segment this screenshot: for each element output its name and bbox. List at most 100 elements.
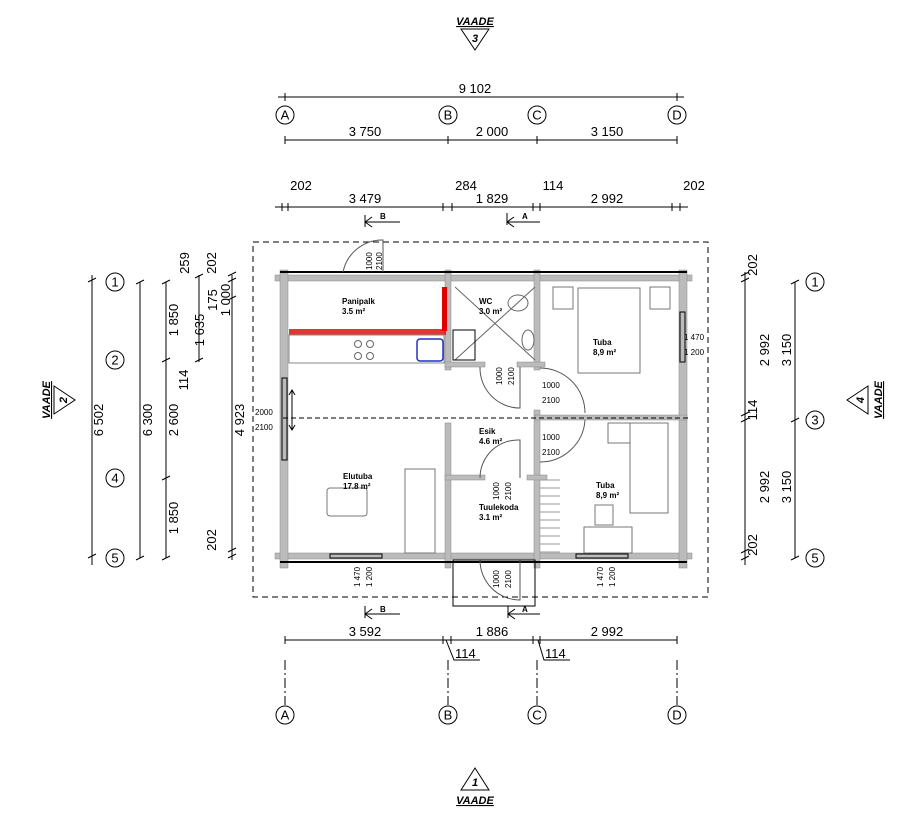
- dim-inner: 1 635: [192, 314, 207, 347]
- section-a-top: A: [522, 212, 528, 221]
- room-area: 3.0 m²: [479, 307, 502, 316]
- room-name: Tuulekoda: [479, 503, 519, 512]
- door-width: 1000: [492, 482, 501, 500]
- room-name: Panipalk: [342, 297, 375, 306]
- grid-label: 3: [811, 413, 818, 428]
- dim-inner: 259: [177, 252, 192, 274]
- dim-axis: 3 150: [779, 334, 794, 367]
- dim-axis: 1 850: [166, 304, 181, 337]
- sofa-icon: [404, 468, 436, 554]
- grid-label: D: [672, 708, 681, 723]
- grid-label: B: [444, 108, 453, 123]
- door-height: 2100: [504, 482, 513, 500]
- dim-inner: 202: [745, 254, 760, 276]
- window-height: 2100: [255, 423, 273, 432]
- grid-label: 2: [111, 353, 118, 368]
- room-area: 3.1 m²: [479, 513, 502, 522]
- roof-outline: [252, 241, 709, 598]
- stove-icon: [354, 340, 374, 360]
- grid-label: C: [532, 708, 541, 723]
- dim-inner: 2 992: [591, 191, 624, 206]
- room-name: Elutuba: [343, 472, 373, 481]
- door-height: 2100: [375, 252, 384, 270]
- grid-label: 4: [111, 471, 118, 486]
- view-number: 2: [58, 397, 70, 404]
- view-marker-top: VAADE 3: [456, 16, 495, 51]
- section-markers: B A B A: [364, 212, 540, 620]
- dim-axis: 1 850: [166, 502, 181, 535]
- dim-inner: 1 829: [476, 191, 509, 206]
- windows: [281, 311, 686, 559]
- window-height: 1 200: [608, 566, 617, 587]
- grid-label: A: [281, 108, 290, 123]
- furniture: [326, 286, 671, 554]
- bed-icon: [629, 422, 669, 514]
- dim-inner: 2 992: [591, 624, 624, 639]
- dim-inner: 175: [205, 289, 220, 311]
- dim-inner: 2 992: [757, 471, 772, 504]
- door-width: 1000: [495, 367, 504, 385]
- grid-label: B: [444, 708, 453, 723]
- stairs: [540, 479, 560, 553]
- view-number: 3: [472, 33, 478, 45]
- window-width: 1 470: [684, 333, 705, 342]
- room-area: 8,9 m²: [593, 348, 616, 357]
- boiler-icon: [452, 329, 476, 361]
- window-height: 1 200: [365, 566, 374, 587]
- window-width: 2000: [255, 408, 273, 417]
- grid-label: A: [281, 708, 290, 723]
- room-area: 8,9 m²: [596, 491, 619, 500]
- dim-wall: 114: [545, 646, 566, 661]
- view-label: VAADE: [456, 16, 494, 28]
- dim-inner: 2 992: [757, 334, 772, 367]
- left-dimensions: 6 502 6 300 1 850 2 600 1 850 259 1 635 …: [87, 252, 247, 568]
- room-name: Esik: [479, 427, 496, 436]
- dim-wall: 114: [455, 646, 476, 661]
- dim-overall-width: 9 102: [459, 81, 492, 96]
- dim-inner: 202: [290, 178, 312, 193]
- view-number: 4: [855, 397, 867, 404]
- desk-icon: [583, 526, 633, 554]
- view-label: VAADE: [41, 380, 53, 418]
- top-dimensions: 9 102 3 750 2 000 3 150 202 3 479 284 1 …: [275, 81, 705, 211]
- room-area: 17.8 m²: [343, 482, 371, 491]
- window-width: 1 470: [596, 566, 605, 587]
- door-height: 2100: [504, 570, 513, 588]
- dim-inner: 202: [745, 534, 760, 556]
- room-area: 3.5 m²: [342, 307, 365, 316]
- door-height: 2100: [542, 396, 560, 405]
- grid-bubbles-top: A B C D: [275, 105, 687, 125]
- door-width: 1000: [542, 433, 560, 442]
- dim-axis-bc: 2 000: [476, 124, 509, 139]
- grid-label: D: [672, 108, 681, 123]
- door-height: 2100: [507, 367, 516, 385]
- room-name: Tuba: [596, 481, 615, 490]
- room-name: WC: [479, 297, 493, 306]
- room-name: Tuba: [593, 338, 612, 347]
- dim-axes-total: 6 300: [140, 404, 155, 437]
- dim-axis-cd: 3 150: [591, 124, 624, 139]
- dim-inner: 4 923: [232, 404, 247, 437]
- window-height: 1 200: [684, 348, 705, 357]
- section-b-bottom: B: [380, 605, 386, 614]
- right-dimensions: 202 2 992 114 2 992 202 3 150 3 150 1 3 …: [740, 254, 825, 568]
- dim-inner: 3 479: [349, 191, 382, 206]
- grid-label: C: [532, 108, 541, 123]
- room-area: 4.6 m²: [479, 437, 502, 446]
- insulation: [442, 287, 447, 331]
- toilet-icon: [507, 294, 529, 312]
- window-width: 1 470: [353, 566, 362, 587]
- dim-axis-ab: 3 750: [349, 124, 382, 139]
- dim-inner: 114: [176, 370, 191, 391]
- section-a-bottom: A: [522, 605, 528, 614]
- dim-inner: 202: [204, 529, 219, 551]
- grid-label: 1: [111, 275, 118, 290]
- door-width: 1000: [365, 252, 374, 270]
- view-marker-bottom: 1 VAADE: [456, 767, 495, 807]
- dim-inner: 202: [204, 252, 219, 274]
- insulation: [289, 329, 446, 335]
- doors: [288, 239, 586, 607]
- chair-icon: [594, 504, 614, 526]
- dim-inner: 202: [683, 178, 705, 193]
- bottom-dimensions: 3 592 1 886 2 992 114 114 A B C D: [275, 624, 687, 725]
